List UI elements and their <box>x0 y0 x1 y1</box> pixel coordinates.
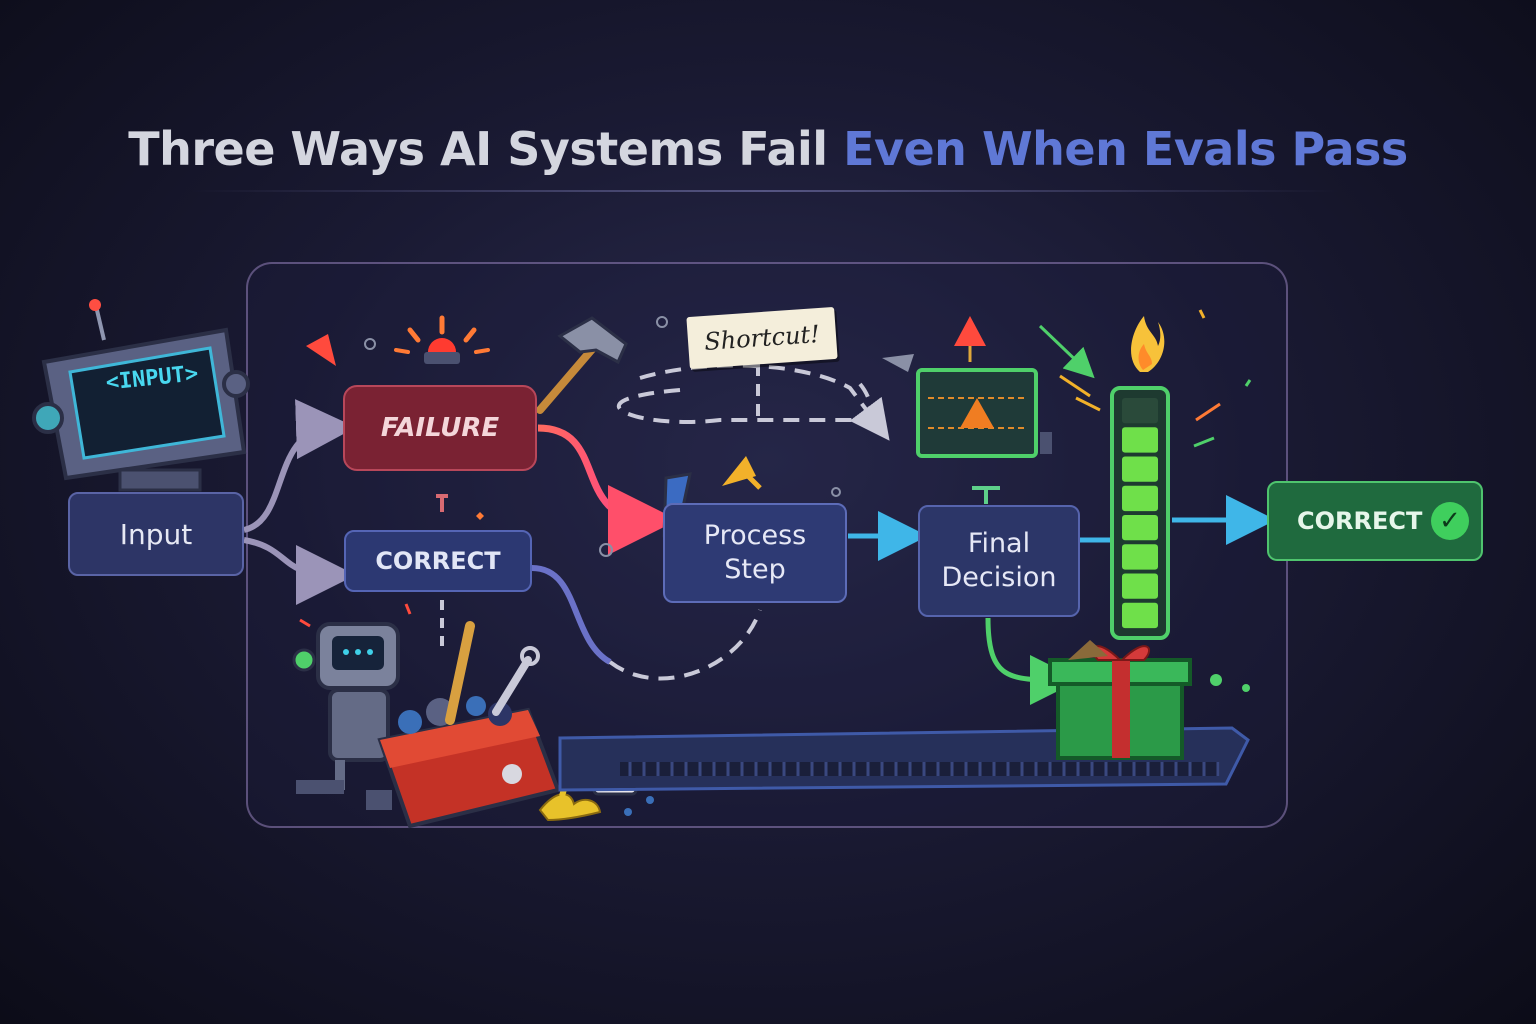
robot-monitor-icon <box>32 299 250 492</box>
hammer-icon <box>536 316 628 414</box>
gauge-cell <box>1122 485 1158 512</box>
final-decision-node: Final Decision <box>918 505 1080 617</box>
title-accent: Even When Evals Pass <box>843 122 1408 176</box>
warning-screen-icon <box>882 354 1052 458</box>
progress-gauge-icon <box>1110 386 1170 640</box>
gauge-cell <box>1122 544 1158 570</box>
connector-failure-correct <box>436 494 448 512</box>
final-decision-label-line2: Decision <box>941 562 1057 593</box>
flame-icon <box>1131 316 1165 372</box>
title-divider <box>190 190 1340 192</box>
correct-output-label: CORRECT <box>1297 507 1423 535</box>
spark-lines <box>1038 309 1252 448</box>
page-title: Three Ways AI Systems Fail Even When Eva… <box>0 122 1536 176</box>
process-step-label-line1: Process <box>703 520 807 552</box>
toolbox-icon <box>299 603 561 829</box>
input-node: Input <box>68 492 244 576</box>
failure-node: FAILURE <box>343 385 537 471</box>
arrow-correct-to-loop <box>531 565 612 665</box>
correct-branch-label: CORRECT <box>375 547 501 575</box>
alarm-light-icon <box>394 315 490 364</box>
arrow-final-to-gift <box>985 617 1080 705</box>
arrow-input-to-correct <box>243 537 356 605</box>
gauge-cell <box>1122 456 1158 482</box>
gauge-cell <box>1122 515 1158 541</box>
process-step-label-line2: Step <box>724 554 786 585</box>
robot-small-icon <box>292 622 400 810</box>
connector-warning-final <box>972 486 1000 504</box>
dashed-loop-bottom <box>608 609 762 681</box>
input-node-label: Input <box>119 517 193 551</box>
process-step-node: Process Step <box>663 503 847 603</box>
gauge-cell <box>1122 573 1158 599</box>
check-icon: ✓ <box>1431 502 1469 540</box>
failure-node-label: FAILURE <box>380 412 500 443</box>
arrow-input-to-failure <box>243 399 356 533</box>
conveyor-belt-icon <box>558 726 1250 792</box>
gauge-cell <box>1122 602 1158 629</box>
gauge-cell <box>1122 427 1158 453</box>
correct-branch-node: CORRECT <box>344 530 532 592</box>
gauge-cell <box>1122 398 1158 424</box>
title-main: Three Ways AI Systems Fail <box>128 122 828 176</box>
arrow-failure-to-process <box>537 424 678 555</box>
correct-output-node: CORRECT ✓ <box>1267 481 1483 561</box>
warning-triangle-icon <box>954 316 986 362</box>
final-decision-label-line1: Final <box>967 528 1031 560</box>
dashed-shortcut-path <box>616 363 890 441</box>
shortcut-label: Shortcut! <box>686 306 838 370</box>
warning-marker-left <box>306 334 336 366</box>
gift-box-icon <box>1048 640 1192 760</box>
